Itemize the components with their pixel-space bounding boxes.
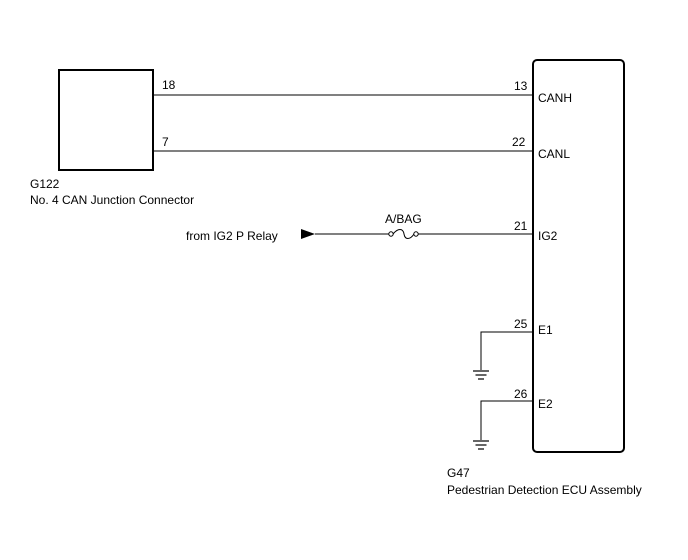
- ecu-pin-26: 26: [514, 387, 528, 401]
- ecu-pin-22: 22: [512, 135, 526, 149]
- ecu-terminal-e1: E1: [538, 323, 553, 337]
- power-source-label: from IG2 P Relay: [186, 229, 278, 243]
- ecu-pin-21: 21: [514, 219, 528, 233]
- ecu-terminal-e2: E2: [538, 397, 553, 411]
- ecu-terminal-canh: CANH: [538, 91, 572, 105]
- ground-icon: [473, 370, 489, 380]
- ecu-terminal-ig2: IG2: [538, 229, 558, 243]
- junction-pin-canl: 7: [162, 135, 169, 149]
- ecu-terminal-canl: CANL: [538, 147, 570, 161]
- ecu-box: [532, 59, 625, 453]
- junction-connector-code: G122: [30, 177, 60, 191]
- ground-icon: [473, 440, 489, 450]
- arrow-right-icon: [301, 229, 315, 239]
- ecu-name: Pedestrian Detection ECU Assembly: [447, 483, 642, 497]
- junction-connector-box: [58, 69, 154, 171]
- junction-pin-canh: 18: [162, 78, 176, 92]
- wire-e1: [480, 331, 533, 370]
- ecu-pin-13: 13: [514, 79, 528, 93]
- wire-e2: [480, 400, 533, 440]
- fuse-label: A/BAG: [385, 212, 422, 226]
- fuse-icon: [388, 229, 419, 239]
- ecu-pin-25: 25: [514, 317, 528, 331]
- junction-connector-name: No. 4 CAN Junction Connector: [30, 193, 194, 207]
- ecu-code: G47: [447, 466, 470, 480]
